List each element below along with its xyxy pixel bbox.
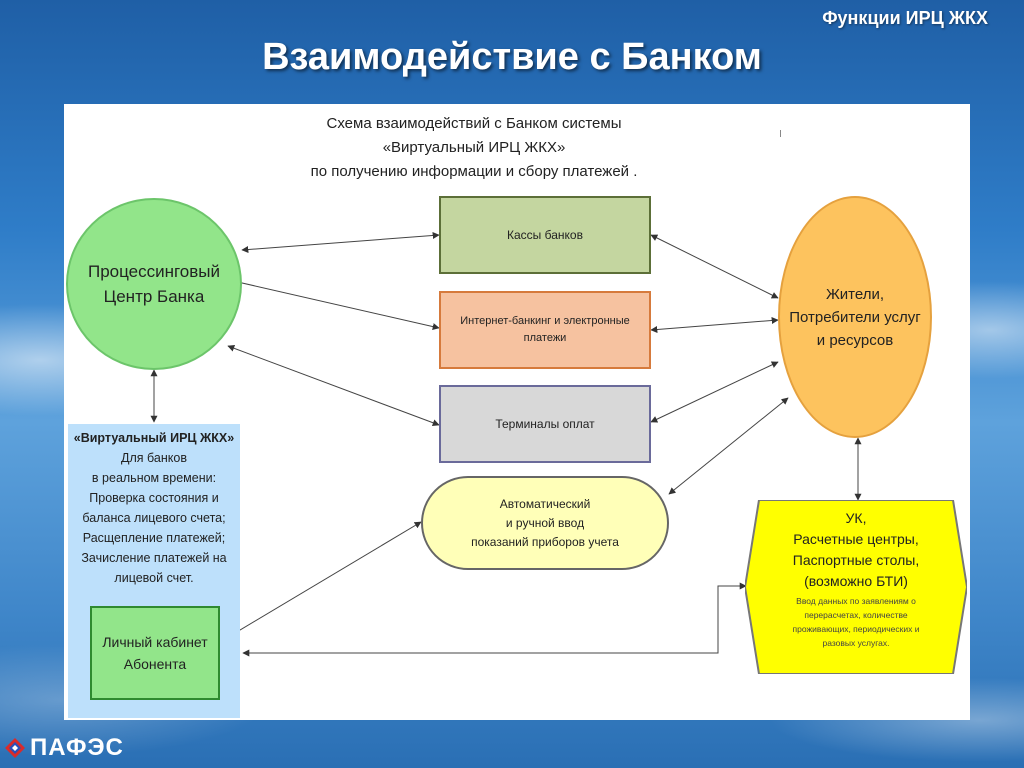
logo-text: ПАФЭС [30,734,124,761]
virtual-irc-title: «Виртуальный ИРЦ ЖКХ» [73,431,235,445]
scheme-caption: Схема взаимодействий с Банком системы «В… [274,112,674,184]
virtual-irc-line-7: лицевой счет. [114,571,194,585]
residents-line-2: Потребители услуг [789,308,921,326]
management-note-line-3: проживающих, периодических и [792,624,920,634]
management-note: Ввод данных по заявлениям о перерасчетах… [765,594,947,650]
caption-line-2: «Виртуальный ИРЦ ЖКХ» [382,139,566,156]
meter-input-line-1: Автоматический [499,496,591,511]
meter-input-line-2: и ручной ввод [505,515,585,530]
caption-line-1: Схема взаимодействий с Банком системы [326,115,622,132]
virtual-irc-line-2: в реальном времени: [91,471,217,485]
internet-banking-line-1: Интернет-банкинг и электронные [460,315,630,327]
meter-input-node: Автоматический и ручной ввод показаний п… [421,476,669,570]
virtual-irc-line-6: Зачисление платежей на [81,551,227,565]
virtual-irc-line-1: Для банков [121,451,187,465]
pafes-logo: ПАФЭС [4,734,124,762]
virtual-irc-line-4: баланса лицевого счета; [82,511,226,525]
virtual-irc-line-5: Расщепление платежей; [82,531,226,545]
virtual-irc-line-3: Проверка состояния и [89,491,219,505]
arrow-cabinet-management [242,582,747,657]
personal-cabinet-line-1: Личный кабинет [102,634,208,650]
diagram-panel: Схема взаимодействий с Банком системы «В… [64,104,970,720]
management-note-line-2: перерасчетах, количестве [804,610,908,620]
arrow-center-internet [228,277,440,331]
arrow-terminals-residents [650,361,779,423]
stray-tick-mark [780,130,781,137]
management-note-line-4: разовых услугах. [822,638,890,648]
management-octagon-shape [745,500,967,674]
internet-banking-node: Интернет-банкинг и электронные платежи [439,291,651,369]
connector-arrows [150,231,862,657]
arrow-meter-residents [668,397,789,495]
management-line-2: Расчетные центры, [793,531,919,547]
management-line-3: Паспортные столы, [792,552,920,568]
meter-input-line-3: показаний приборов учета [471,534,619,549]
personal-cabinet-node: Личный кабинет Абонента [90,606,220,700]
arrow-center-terminals [227,344,440,427]
processing-center-node: Процессинговый Центр Банка [66,198,242,370]
arrow-center-cashdesks [241,231,440,254]
residents-node: Жители, Потребители услуг и ресурсов [778,196,932,438]
payment-terminals-label: Терминалы оплат [495,417,595,431]
processing-center-line-1: Процессинговый [87,262,221,281]
internet-banking-line-2: платежи [523,332,567,344]
residents-line-3: и ресурсов [816,331,894,349]
processing-center-line-2: Центр Банка [103,287,205,306]
bank-cashdesks-node: Кассы банков [439,196,651,274]
payment-terminals-node: Терминалы оплат [439,385,651,463]
page-title: Взаимодействие с Банком [262,36,762,78]
management-node: УК, Расчетные центры, Паспортные столы, … [745,500,967,674]
management-line-4: (возможно БТИ) [804,573,908,589]
arrow-cabinet-meter [219,521,422,643]
management-text: УК, Расчетные центры, Паспортные столы, … [765,508,947,650]
management-line-1: УК, [845,510,867,526]
section-title: Функции ИРЦ ЖКХ [822,8,988,28]
arrow-cashdesks-residents [650,234,779,299]
bank-cashdesks-label: Кассы банков [507,228,583,242]
caption-line-3: по получению информации и сбору платежей… [310,163,638,180]
arrow-internet-residents [650,317,779,333]
personal-cabinet-line-2: Абонента [123,656,187,672]
residents-line-1: Жители, [825,285,885,303]
management-note-line-1: Ввод данных по заявлениям о [796,596,916,606]
pafes-logo-icon [5,738,25,758]
